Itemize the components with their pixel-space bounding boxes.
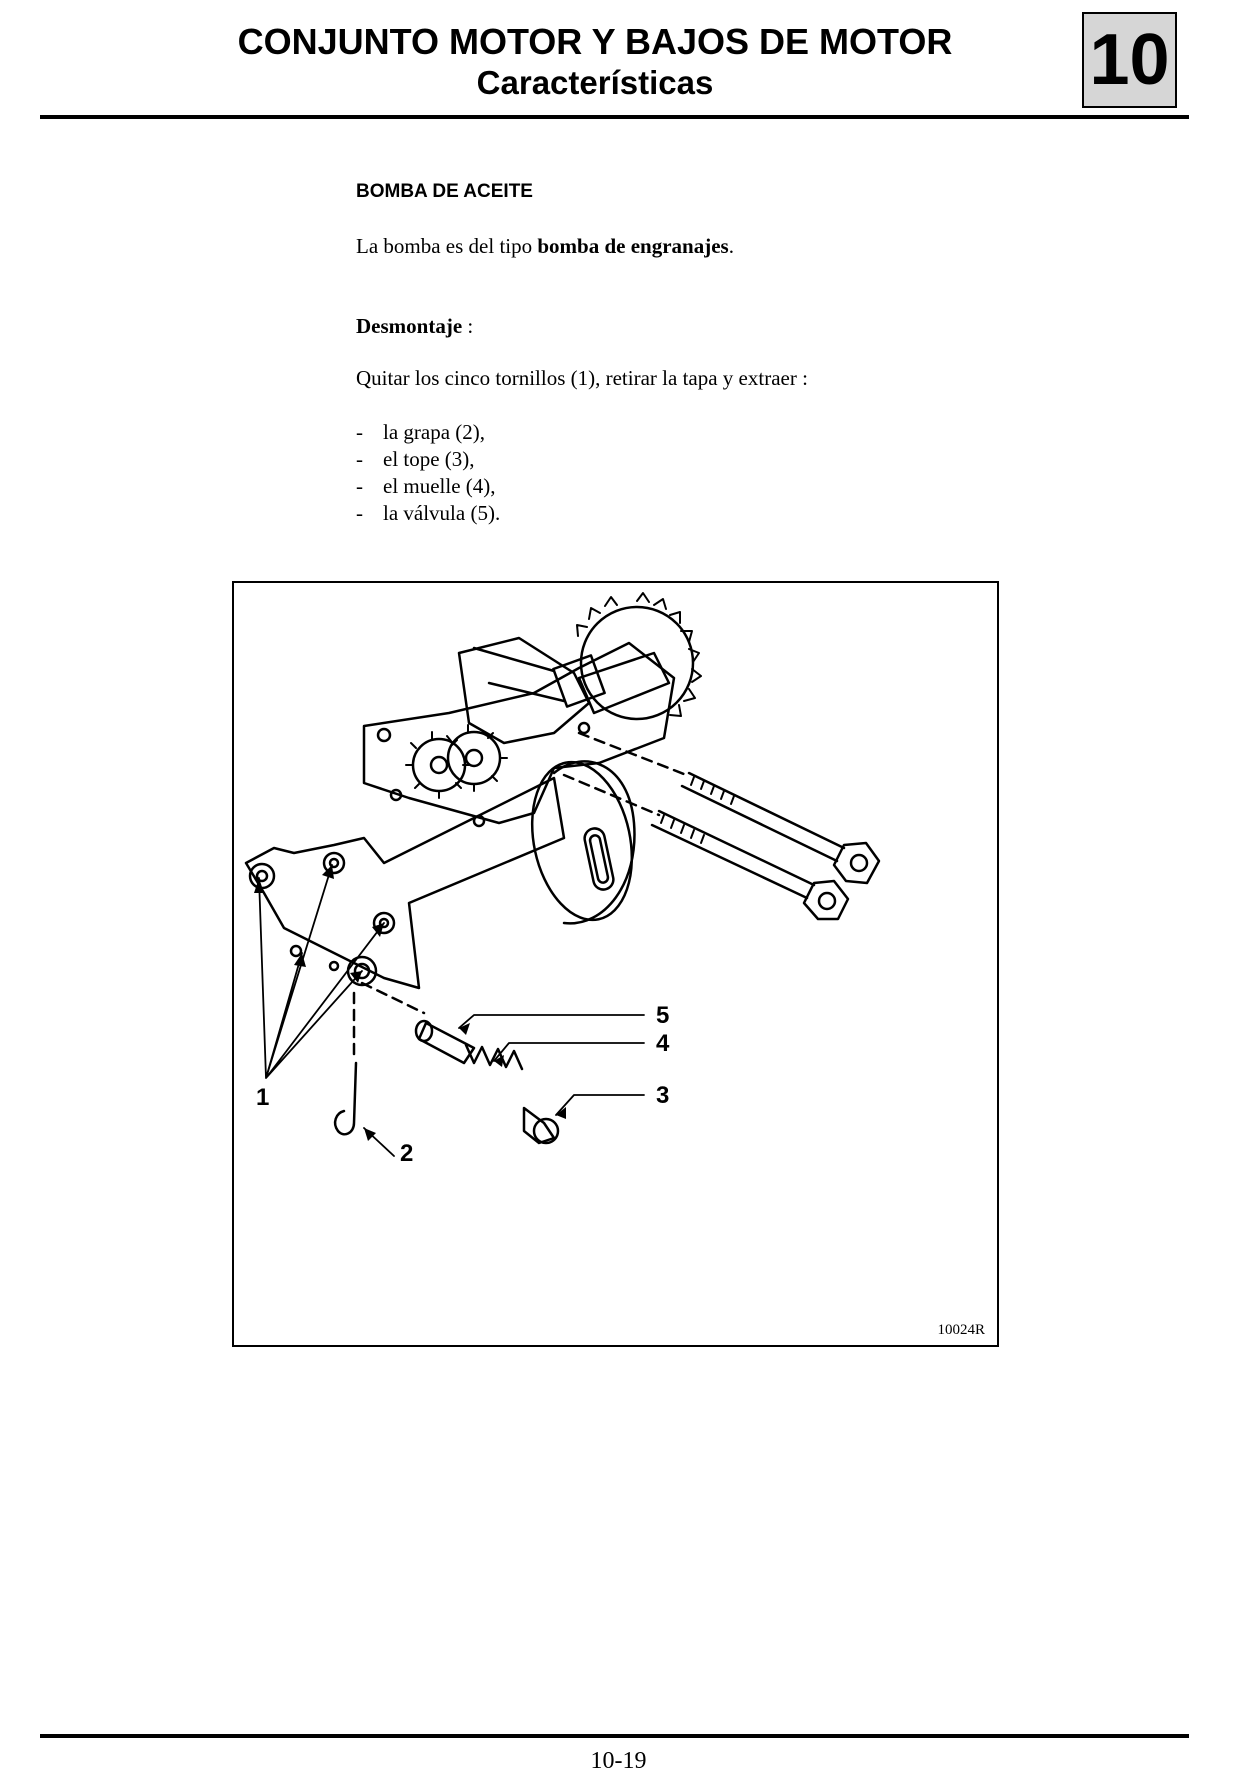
page-number: 10-19 xyxy=(590,1748,647,1774)
intro-text: La bomba es del tipo xyxy=(356,234,538,258)
page-title: CONJUNTO MOTOR Y BAJOS DE MOTOR xyxy=(237,21,953,62)
callout-label-3: 3 xyxy=(656,1082,669,1109)
callout-label-1: 1 xyxy=(256,1084,269,1111)
intro-bold-text: bomba de engranajes xyxy=(537,234,729,258)
oil-pump-illustration: 1 2 3 4 5 xyxy=(244,592,881,1167)
relief-valve xyxy=(417,1021,476,1065)
list-item-text: la grapa (2), xyxy=(383,420,486,444)
callout-leaders-3-5 xyxy=(458,1014,645,1116)
cover-slot xyxy=(583,827,615,891)
list-dash: - xyxy=(356,420,363,444)
list-item: -la grapa (2), xyxy=(356,419,500,446)
list-item: -la válvula (5). xyxy=(356,500,500,527)
list-item: -el muelle (4), xyxy=(356,473,500,500)
retaining-clip xyxy=(333,1061,358,1136)
callout-label-2: 2 xyxy=(400,1140,413,1167)
pump-cover-plate xyxy=(530,760,634,922)
list-dash: - xyxy=(356,447,363,471)
header-divider xyxy=(40,115,1189,119)
list-item-text: el tope (3), xyxy=(383,447,475,471)
sprocket-body xyxy=(579,605,695,721)
callout-label-4: 4 xyxy=(656,1030,670,1057)
main-content: BOMBA DE ACEITE La bomba es del tipo bom… xyxy=(356,180,876,525)
subheading-colon: : xyxy=(462,314,474,338)
removal-subheading: Desmontaje : xyxy=(356,312,473,340)
footer-divider xyxy=(40,1734,1189,1738)
intro-paragraph: La bomba es del tipo bomba de engranajes… xyxy=(356,232,734,260)
oil-pickup-body xyxy=(244,776,566,990)
removal-steps-list: -la grapa (2), -el tope (3), -el muelle … xyxy=(356,419,500,527)
valve-spring xyxy=(464,1043,524,1071)
pump-housing xyxy=(362,641,676,825)
callout-label-5: 5 xyxy=(656,1002,669,1029)
long-bolt-lower xyxy=(650,809,850,921)
long-bolt-upper xyxy=(680,771,881,885)
list-dash: - xyxy=(356,474,363,498)
list-item-text: la válvula (5). xyxy=(383,501,501,525)
list-item: -el tope (3), xyxy=(356,446,500,473)
subheading-text: Desmontaje xyxy=(356,314,463,338)
instruction-paragraph: Quitar los cinco tornillos (1), retirar … xyxy=(356,366,808,390)
alignment-lines xyxy=(352,731,691,1060)
oil-pump-exploded-diagram: 1 2 3 4 5 10024R xyxy=(232,581,999,1347)
figure-reference-code: 10024R xyxy=(937,1322,985,1338)
chapter-number-badge: 10 xyxy=(1082,12,1177,108)
intro-suffix: . xyxy=(728,234,734,258)
sprocket-teeth xyxy=(576,592,702,717)
callout-1-leaders xyxy=(258,864,385,1079)
valve-stopper xyxy=(522,1106,556,1145)
list-dash: - xyxy=(356,501,363,525)
page-subtitle: Características xyxy=(476,64,714,101)
list-item-text: el muelle (4), xyxy=(383,474,496,498)
section-title: BOMBA DE ACEITE xyxy=(356,181,533,202)
